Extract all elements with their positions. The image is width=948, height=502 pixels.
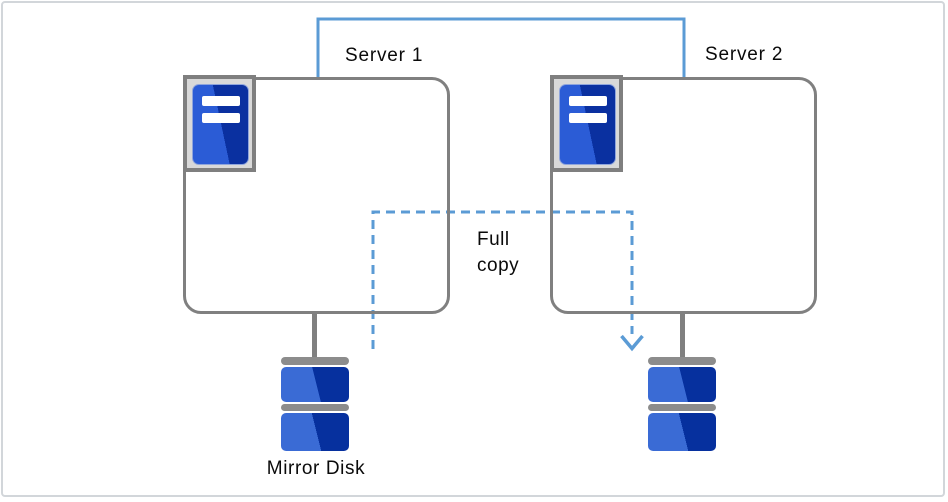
disk-cap	[281, 357, 349, 365]
server-slot-icon	[569, 96, 607, 106]
server-tower-icon	[559, 84, 616, 165]
disk-platter	[648, 367, 716, 402]
disk-cap	[648, 357, 716, 365]
mirror-disk-connector	[312, 314, 317, 358]
server2-label: Server 2	[705, 44, 784, 65]
mirror-disk-label: Mirror Disk	[266, 458, 366, 479]
server2-box	[550, 77, 817, 314]
disk-divider	[648, 404, 716, 411]
server2-disk-connector	[680, 314, 685, 358]
disk-divider	[281, 404, 349, 411]
server-slot-icon	[202, 113, 240, 123]
server1-icon-frame	[183, 75, 256, 172]
disk-platter	[281, 413, 349, 451]
disk-stack-icon	[648, 357, 716, 451]
server1-label: Server 1	[345, 45, 424, 66]
server-slot-icon	[569, 113, 607, 123]
server-tower-icon	[192, 84, 249, 165]
server1-box	[183, 77, 450, 314]
server2-icon-frame	[550, 75, 623, 172]
full-copy-label: Full copy	[477, 229, 520, 276]
disk-platter	[648, 413, 716, 451]
disk-platter	[281, 367, 349, 402]
arrow-down-icon	[620, 334, 644, 352]
disk-stack-icon	[281, 357, 349, 451]
server-slot-icon	[202, 96, 240, 106]
